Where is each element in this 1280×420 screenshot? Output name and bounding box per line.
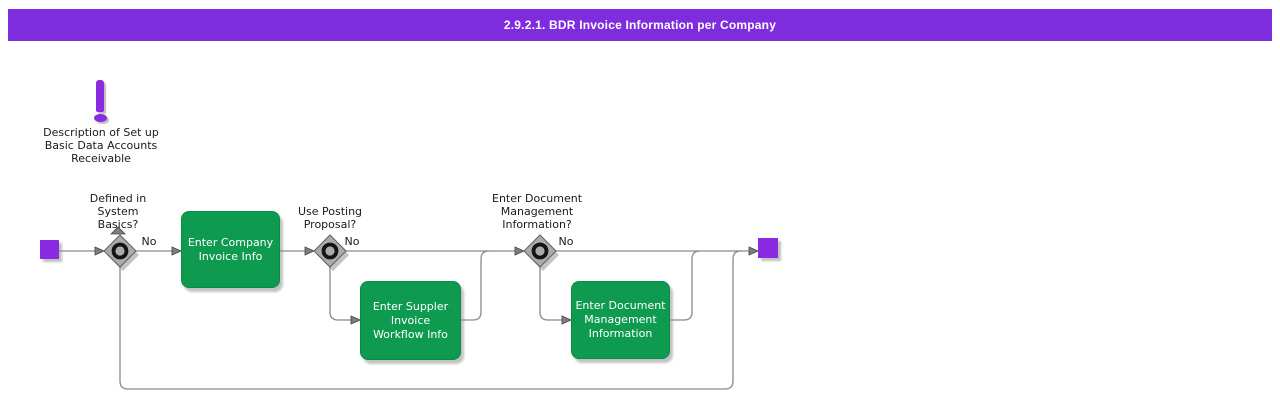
connector-task3-to-mainline [670,250,701,321]
task-label: Enter Suppler Invoice Workflow Info [372,299,449,341]
branch-label-no-1: No [141,235,157,248]
connector-task2-to-mainline [461,250,490,321]
branch-label-no-3: No [558,235,574,248]
arrowhead-into-decision1-icon [94,246,105,256]
xor-ring-icon [531,242,549,260]
arrowhead-into-task1-icon [171,246,182,256]
arrowhead-into-task2-icon [350,315,361,325]
arrowhead-into-decision2-icon [304,246,315,256]
decision-node-2[interactable] [313,234,347,268]
decision-label-2: Use Posting Proposal? [297,205,363,231]
decision-label-1: Defined in System Basics? [89,192,147,231]
branch-label-no-2: No [344,235,360,248]
task-label: Enter Company Invoice Info [187,235,274,263]
decision-node-3[interactable] [523,234,557,268]
connector-decision2-to-task2 [329,267,351,321]
arrowhead-into-task3-icon [561,315,572,325]
annotation-text: Description of Set up Basic Data Account… [43,126,159,165]
connector-decision3-to-task3 [539,267,562,321]
title-bar: 2.9.2.1. BDR Invoice Information per Com… [8,9,1272,41]
end-node[interactable] [758,238,778,258]
decision-node-1[interactable] [103,234,137,268]
task-node-enter-company-invoice-info[interactable]: Enter Company Invoice Info [181,211,280,288]
exclamation-dot-icon [94,114,107,122]
xor-ring-icon [321,242,339,260]
decision-label-3: Enter Document Management Information? [491,192,583,231]
connector-return-loop [119,250,742,390]
start-node[interactable] [40,240,59,259]
task-label: Enter Document Management Information [575,299,666,340]
arrowhead-into-decision3-icon [514,246,525,256]
arrowhead-into-end-icon [748,246,759,256]
exclamation-icon [96,80,104,112]
task-node-enter-supplier-invoice-workflow-info[interactable]: Enter Suppler Invoice Workflow Info [360,281,461,360]
task-node-enter-document-management-information[interactable]: Enter Document Management Information [571,281,670,359]
arrowhead-up-annotation-icon [110,226,126,235]
xor-ring-icon [111,242,129,260]
page-title: 2.9.2.1. BDR Invoice Information per Com… [503,18,777,32]
